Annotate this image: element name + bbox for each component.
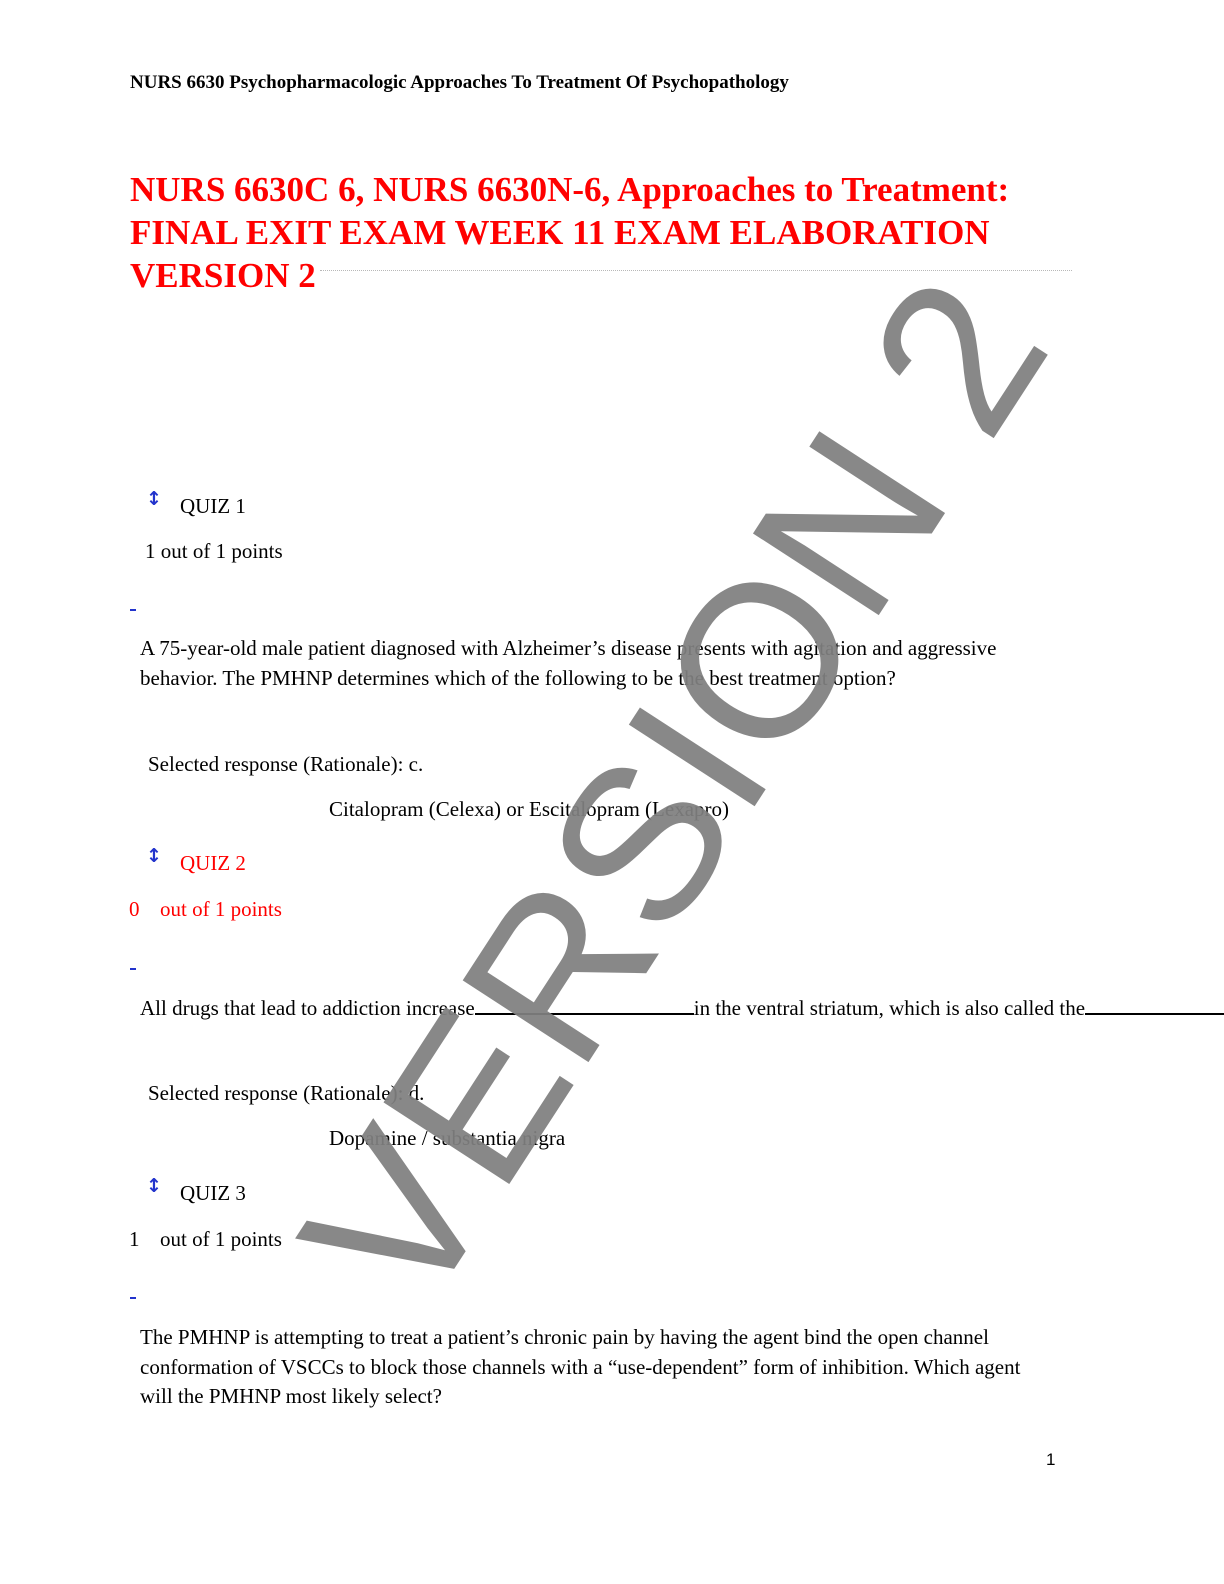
quiz-2-score-text: out of 1 points	[160, 897, 282, 921]
quiz-2-question-part2: in the ventral striatum, which is also c…	[693, 996, 1086, 1020]
quiz-2-answer: Dopamine / substantia nigra	[329, 1126, 566, 1150]
up-down-arrow-icon: ↕	[146, 845, 162, 867]
quiz-1-score: 1 out of 1 points	[145, 539, 283, 563]
quiz-2-score-value: 0	[129, 897, 140, 921]
question-2-marker	[130, 968, 136, 970]
quiz-3-label: QUIZ 3	[180, 1181, 246, 1205]
quiz-1-answer: Citalopram (Celexa) or Escitalopram (Lex…	[329, 797, 730, 821]
question-1-marker	[130, 609, 136, 611]
running-header: NURS 6630 Psychopharmacologic Approaches…	[130, 72, 789, 93]
quiz-1-question: A 75-year-old male patient diagnosed wit…	[140, 636, 997, 690]
quiz-2-label: QUIZ 2	[180, 851, 246, 875]
question-3-marker	[130, 1297, 136, 1299]
answer-blank-1	[474, 993, 694, 1015]
quiz-3-score-value: 1	[129, 1227, 140, 1251]
quiz-1-label: QUIZ 1	[180, 494, 246, 518]
document-title: NURS 6630C 6, NURS 6630N-6, Approaches t…	[130, 170, 1010, 295]
quiz-2-selected-response: Selected response (Rationale): d.	[148, 1081, 425, 1105]
title-dotted-rule	[320, 270, 1072, 271]
quiz-3-score-text: out of 1 points	[160, 1227, 282, 1251]
quiz-3-question: The PMHNP is attempting to treat a patie…	[140, 1325, 1021, 1408]
version-watermark: VERSION 2	[255, 238, 1094, 1347]
up-down-arrow-icon: ↕	[146, 1175, 162, 1197]
quiz-1-selected-response: Selected response (Rationale): c.	[148, 752, 424, 776]
page-number: 1	[1046, 1450, 1056, 1469]
quiz-2-question: All drugs that lead to addiction increas…	[140, 993, 1224, 1024]
answer-blank-2	[1085, 993, 1224, 1015]
up-down-arrow-icon: ↕	[146, 488, 162, 510]
quiz-2-question-part1: All drugs that lead to addiction increas…	[140, 996, 475, 1020]
